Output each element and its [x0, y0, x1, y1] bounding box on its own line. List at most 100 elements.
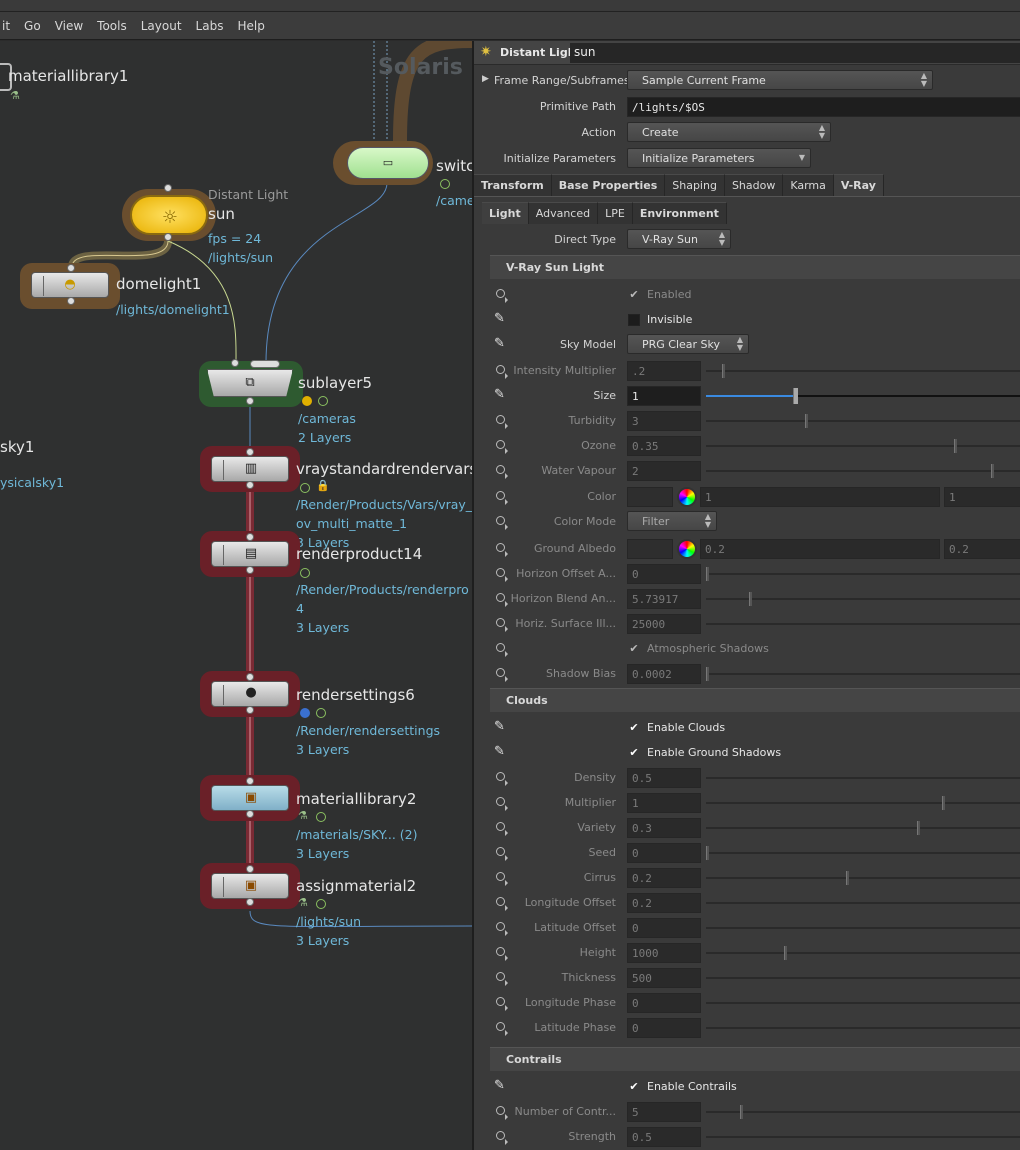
height-field[interactable]: 1000 [627, 943, 701, 963]
color-r-field[interactable]: 1 [700, 487, 940, 507]
rendersettings-input-connector[interactable] [246, 673, 254, 681]
pencil-icon[interactable]: ✎ [494, 336, 505, 351]
pin-icon[interactable] [496, 1131, 508, 1145]
variety-slider[interactable] [706, 821, 1020, 835]
sun-node[interactable]: ☼ [130, 195, 208, 235]
pin-icon[interactable] [496, 947, 508, 961]
direct-type-menu[interactable]: V-Ray Sun▲▼ [627, 229, 731, 249]
sublayer5-node[interactable]: ⧉ [207, 369, 293, 397]
longitude-phase-slider[interactable] [706, 1002, 1020, 1004]
pin-icon[interactable] [496, 568, 508, 582]
cirrus-field[interactable]: 0.2 [627, 868, 701, 888]
domelight-output-connector[interactable] [67, 297, 75, 305]
invisible-checkbox[interactable] [628, 314, 640, 326]
domelight-input-connector[interactable] [67, 264, 75, 272]
water-vapour-field[interactable]: 2 [627, 461, 701, 481]
slider-knob[interactable] [721, 364, 725, 378]
horiz-surface-field[interactable]: 25000 [627, 614, 701, 634]
pin-icon[interactable] [496, 618, 508, 632]
assignmaterial-output-connector[interactable] [246, 898, 254, 906]
multiplier-field[interactable]: 1 [627, 793, 701, 813]
pin-icon[interactable] [496, 772, 508, 786]
section-clouds[interactable]: Clouds [490, 688, 1020, 712]
turbidity-field[interactable]: 3 [627, 411, 701, 431]
longitude-offset-field[interactable]: 0.2 [627, 893, 701, 913]
cirrus-slider[interactable] [706, 871, 1020, 885]
slider-knob[interactable] [706, 567, 709, 581]
warning-icon[interactable] [302, 396, 312, 406]
sublayer-output-connector[interactable] [246, 397, 254, 405]
renderproduct-output-connector[interactable] [246, 566, 254, 574]
pencil-icon[interactable]: ✎ [494, 744, 505, 759]
sublayer-input-multi[interactable] [250, 360, 280, 368]
node-name-field[interactable]: sun [570, 43, 1020, 63]
strength-field[interactable]: 0.5 [627, 1127, 701, 1147]
materiallibrary2-output-connector[interactable] [246, 810, 254, 818]
size-field[interactable]: 1 [627, 386, 701, 406]
color-g-field[interactable]: 1 [944, 487, 1020, 507]
seed-slider[interactable] [706, 846, 1020, 860]
section-contrails[interactable]: Contrails [490, 1047, 1020, 1071]
menu-item-tools[interactable]: Tools [97, 18, 127, 33]
color-wheel-icon[interactable] [677, 539, 697, 559]
enable-ground-shadows-checkbox[interactable]: ✔ [629, 746, 639, 759]
ground-albedo-r-field[interactable]: 0.2 [700, 539, 940, 559]
pin-icon[interactable] [496, 516, 508, 530]
intensity-field[interactable]: .2 [627, 361, 701, 381]
menu-item[interactable]: it [2, 18, 11, 33]
menu-item-labs[interactable]: Labs [195, 18, 224, 33]
atm-shadows-checkbox[interactable]: ✔ [629, 642, 639, 655]
sublayer-input-1[interactable] [231, 359, 239, 367]
water-vapour-slider[interactable] [706, 464, 1020, 478]
menu-item-layout[interactable]: Layout [140, 18, 182, 33]
info-icon[interactable] [300, 708, 310, 718]
slider-knob[interactable] [805, 414, 809, 428]
slider-knob[interactable] [706, 667, 709, 681]
vrayvars-input-connector[interactable] [246, 448, 254, 456]
pin-icon[interactable] [496, 797, 508, 811]
materiallibrary1-node[interactable] [0, 63, 12, 91]
height-slider[interactable] [706, 946, 1020, 960]
thickness-field[interactable]: 500 [627, 968, 701, 988]
thickness-slider[interactable] [706, 977, 1020, 979]
seed-field[interactable]: 0 [627, 843, 701, 863]
pin-icon[interactable] [496, 668, 508, 682]
strength-slider[interactable] [706, 1136, 1020, 1138]
menu-item-help[interactable]: Help [237, 18, 265, 33]
domelight1-node[interactable]: ◓ [31, 272, 109, 298]
num-contrails-slider[interactable] [706, 1105, 1020, 1119]
horizon-blend-field[interactable]: 5.73917 [627, 589, 701, 609]
pencil-icon[interactable]: ✎ [494, 311, 505, 326]
slider-knob[interactable] [916, 821, 920, 835]
slider-knob[interactable] [749, 592, 753, 606]
multiplier-slider[interactable] [706, 796, 1020, 810]
pin-icon[interactable] [496, 1022, 508, 1036]
expand-triangle-icon[interactable]: ▶ [482, 74, 489, 84]
slider-knob[interactable] [706, 846, 709, 860]
turbidity-slider[interactable] [706, 414, 1020, 428]
pin-icon[interactable] [496, 440, 508, 454]
sky-model-menu[interactable]: PRG Clear Sky▲▼ [627, 334, 749, 354]
lock-icon[interactable]: 🔒 [316, 479, 330, 492]
pin-icon[interactable] [496, 465, 508, 479]
pin-icon[interactable] [496, 643, 508, 657]
ground-albedo-g-field[interactable]: 0.2 [944, 539, 1020, 559]
density-slider[interactable] [706, 777, 1020, 779]
pin-icon[interactable] [496, 872, 508, 886]
pin-icon[interactable] [496, 922, 508, 936]
vraystandardrendervars-node[interactable]: ▥ [211, 456, 289, 482]
pin-icon[interactable] [496, 289, 508, 303]
longitude-offset-slider[interactable] [706, 902, 1020, 904]
color-mode-menu[interactable]: Filter▲▼ [627, 511, 717, 531]
color-wheel-icon[interactable] [677, 487, 697, 507]
longitude-phase-field[interactable]: 0 [627, 993, 701, 1013]
shadow-bias-field[interactable]: 0.0002 [627, 664, 701, 684]
pin-icon[interactable] [496, 543, 508, 557]
density-field[interactable]: 0.5 [627, 768, 701, 788]
horizon-blend-slider[interactable] [706, 592, 1020, 606]
init-params-menu[interactable]: Initialize Parameters▼ [627, 148, 811, 168]
enable-clouds-checkbox[interactable]: ✔ [629, 721, 639, 734]
vrayvars-output-connector[interactable] [246, 481, 254, 489]
slider-knob[interactable] [740, 1105, 744, 1119]
tab-transform[interactable]: Transform [474, 174, 552, 196]
